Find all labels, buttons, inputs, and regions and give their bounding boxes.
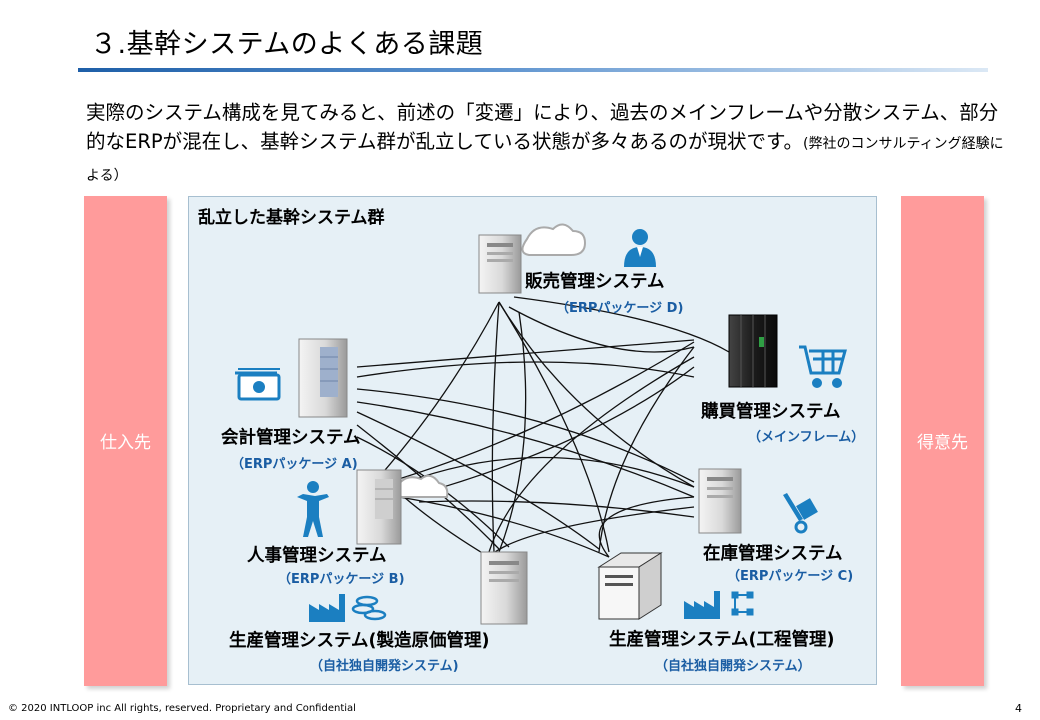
- diagram-panel: [188, 196, 877, 685]
- supplier-box: 仕入先: [84, 196, 167, 686]
- system-name-production-cost: 生産管理システム(製造原価管理): [229, 631, 490, 651]
- hand-truck-icon: [783, 493, 818, 534]
- system-name-purchasing: 購買管理システム: [701, 402, 841, 422]
- system-sub-sales: （ERPパッケージ D): [556, 301, 684, 316]
- connection-lines: [356, 296, 730, 558]
- system-sub-production-cost: （自社独自開発システム): [310, 659, 459, 674]
- body-note: (弊社のコンサルティング経験による）: [86, 136, 1004, 184]
- body-paragraph: 実際のシステム構成を見てみると、前述の「変遷」により、過去のメインフレームや分散…: [86, 98, 1006, 191]
- system-name-sales: 販売管理システム: [525, 272, 665, 292]
- system-name-production-process: 生産管理システム(工程管理): [609, 630, 835, 650]
- customer-box: 得意先: [901, 196, 984, 686]
- person-shrug-icon: [297, 481, 329, 537]
- system-name-accounting: 会計管理システム: [221, 428, 361, 448]
- system-sub-production-process: （自社独自開発システム）: [655, 659, 811, 674]
- body-main-text: 実際のシステム構成を見てみると、前述の「変遷」により、過去のメインフレームや分散…: [86, 101, 999, 153]
- server-icon-inventory: [698, 468, 742, 534]
- server-icon-hr: [356, 469, 449, 545]
- system-sub-hr: （ERPパッケージ B): [278, 572, 405, 587]
- server-icon-production-process: [597, 552, 663, 620]
- system-sub-purchasing: （メインフレーム）: [748, 430, 865, 445]
- system-sub-inventory: （ERPパッケージ C): [727, 569, 854, 584]
- system-name-inventory: 在庫管理システム: [703, 544, 843, 564]
- footer-copyright: © 2020 INTLOOP inc All rights, reserved.…: [8, 703, 356, 714]
- page-number: 4: [1015, 702, 1022, 715]
- system-sub-accounting: （ERPパッケージ A): [231, 457, 358, 472]
- factory-icon-cost: [309, 594, 345, 622]
- mainframe-icon-purchasing: [728, 314, 778, 388]
- coins-icon: [351, 595, 387, 621]
- system-name-hr: 人事管理システム: [247, 546, 387, 566]
- money-icon: [235, 368, 281, 401]
- customer-label: 得意先: [917, 433, 968, 453]
- diagram-title: 乱立した基幹システム群: [198, 208, 385, 228]
- title-underline: [78, 68, 988, 72]
- server-icon-accounting: [298, 338, 348, 418]
- supplier-label: 仕入先: [100, 433, 151, 453]
- person-icon-sales: [624, 229, 656, 267]
- shopping-cart-icon: [799, 345, 847, 388]
- factory-icon-process: [684, 591, 720, 619]
- diagram-graphics: [235, 223, 847, 625]
- server-icon-sales: [478, 223, 587, 294]
- workflow-icon: [731, 591, 754, 616]
- server-icon-production-cost: [480, 551, 528, 625]
- slide-title: ３.基幹システムのよくある課題: [90, 29, 484, 60]
